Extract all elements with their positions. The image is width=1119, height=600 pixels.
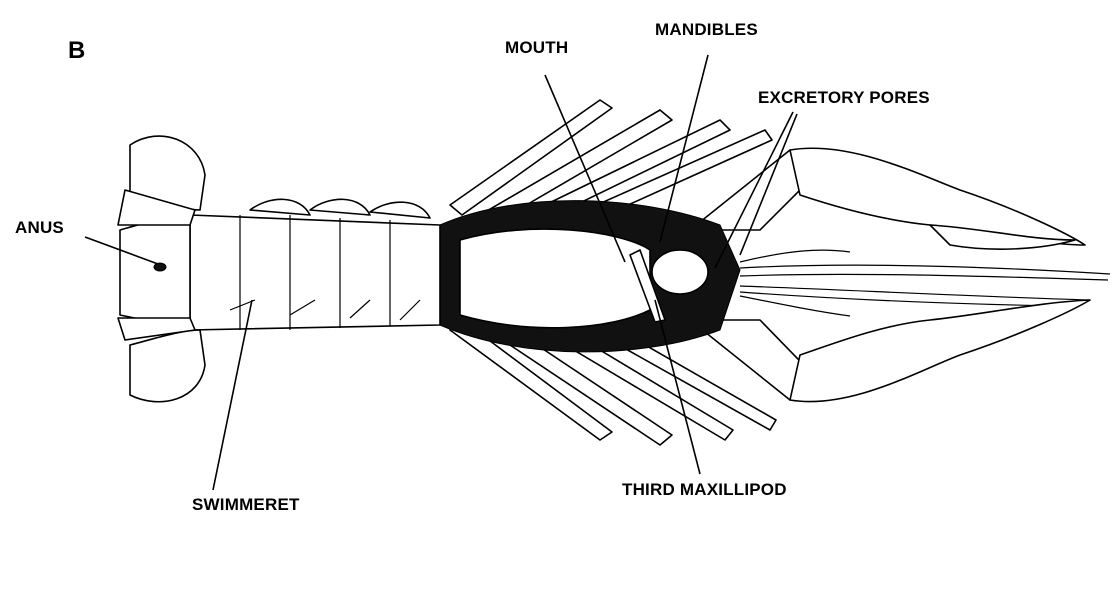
cephalothorax xyxy=(439,200,741,353)
excretory-pores-leader-line-1 xyxy=(714,111,794,269)
label-excretory-pores: EXCRETORY PORES xyxy=(758,88,930,107)
label-anus: ANUS xyxy=(15,218,64,237)
mouth-leader-line xyxy=(544,74,626,263)
excretory-pores-leader-line-2 xyxy=(739,113,798,256)
swimmeret-leader-line xyxy=(212,299,253,491)
anus-leader-line xyxy=(84,236,159,265)
mandibles-leader-line xyxy=(659,54,709,243)
label-third-maxillipod: THIRD MAXILLIPOD xyxy=(622,480,787,499)
third-maxillipod-leader-line xyxy=(654,299,701,475)
label-mandibles: MANDIBLES xyxy=(655,20,758,39)
label-swimmeret: SWIMMERET xyxy=(192,495,300,514)
anus-mark xyxy=(153,262,167,272)
claws xyxy=(689,147,1091,403)
label-mouth: MOUTH xyxy=(505,38,569,57)
abdomen xyxy=(189,198,441,331)
tail-fan xyxy=(117,135,206,403)
panel-letter: B xyxy=(68,37,86,64)
antennae xyxy=(739,249,1111,317)
